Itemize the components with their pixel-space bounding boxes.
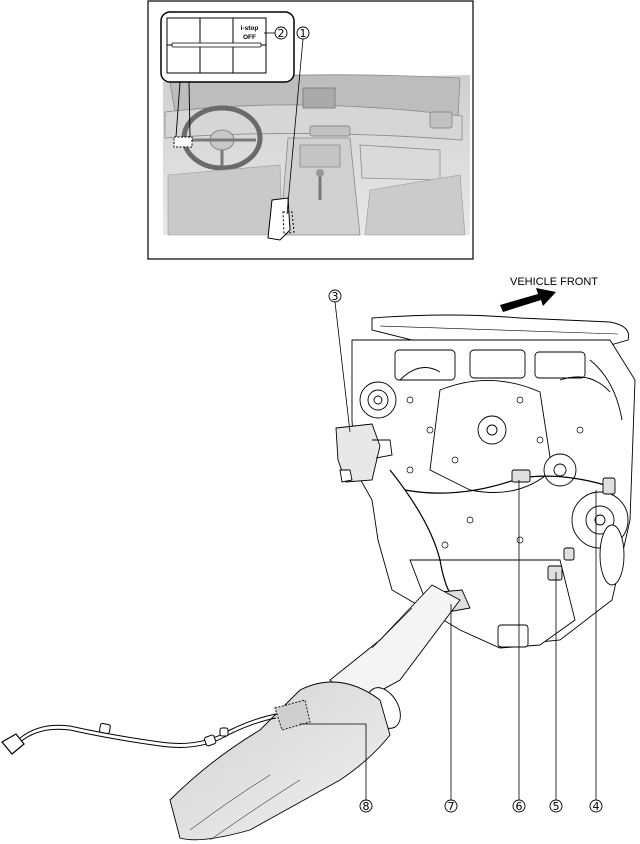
- sensor-harness: [1, 713, 277, 755]
- detail-leader-lines: [175, 81, 191, 138]
- vehicle-front-label: VEHICLE FRONT: [510, 276, 598, 288]
- engine-assembly: [335, 314, 636, 649]
- callout-7-number: 7: [448, 800, 455, 813]
- cabin-inset: i-stop OFF 2 1: [147, 0, 474, 260]
- callout-8-number: 8: [363, 800, 370, 813]
- callout-2: 2: [264, 26, 288, 40]
- vehicle-front-indicator: VEHICLE FRONT: [500, 276, 598, 312]
- callout-4-number: 4: [593, 800, 600, 813]
- callout-6: 6: [512, 480, 526, 813]
- callout-6-number: 6: [516, 800, 523, 813]
- harness-connector: [1, 733, 25, 755]
- callout-5-number: 5: [553, 800, 560, 813]
- callout-3-number: 3: [332, 290, 339, 303]
- callout-2-number: 2: [278, 27, 285, 40]
- callout-1-number: 1: [300, 27, 307, 40]
- switch-panel-detail: i-stop OFF: [160, 11, 295, 83]
- front-arrow-icon: [500, 288, 556, 312]
- callout-7: 7: [444, 604, 458, 813]
- exhaust-pipe-assembly: [169, 584, 461, 841]
- cabin-dashboard-illustration: [163, 74, 470, 241]
- callout-8: 8: [300, 723, 373, 813]
- callout-3: 3: [328, 289, 351, 433]
- switch-label-line1: i-stop: [241, 25, 259, 32]
- switch-label-line2: OFF: [243, 34, 256, 41]
- callout-1: 1: [286, 26, 310, 215]
- i-stop-off-switch: i-stop OFF: [241, 25, 259, 41]
- callout-4: 4: [589, 490, 603, 813]
- callout-5: 5: [549, 572, 563, 813]
